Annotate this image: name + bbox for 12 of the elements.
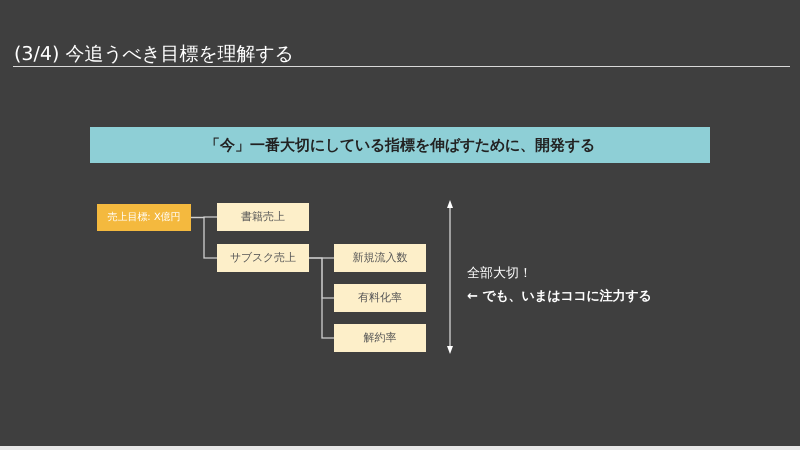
title: (3/4) 今追うべき目標を理解する bbox=[14, 42, 294, 67]
metric-box: サブスク売上 bbox=[217, 244, 309, 272]
metric-box: 新規流入数 bbox=[334, 244, 426, 272]
connector-line bbox=[309, 257, 334, 339]
goal-box: 売上目標: X億円 bbox=[97, 204, 191, 231]
metric-box: 解約率 bbox=[334, 324, 426, 352]
note-text: ← でも、いまはココに注力する bbox=[467, 288, 652, 306]
connector-line bbox=[191, 216, 217, 259]
note-text: 全部大切！ bbox=[467, 265, 533, 283]
metric-box: 書籍売上 bbox=[217, 203, 309, 231]
banner: 「今」一番大切にしている指標を伸ばすために、開発する bbox=[90, 127, 710, 163]
metric-box: 有料化率 bbox=[334, 284, 426, 312]
